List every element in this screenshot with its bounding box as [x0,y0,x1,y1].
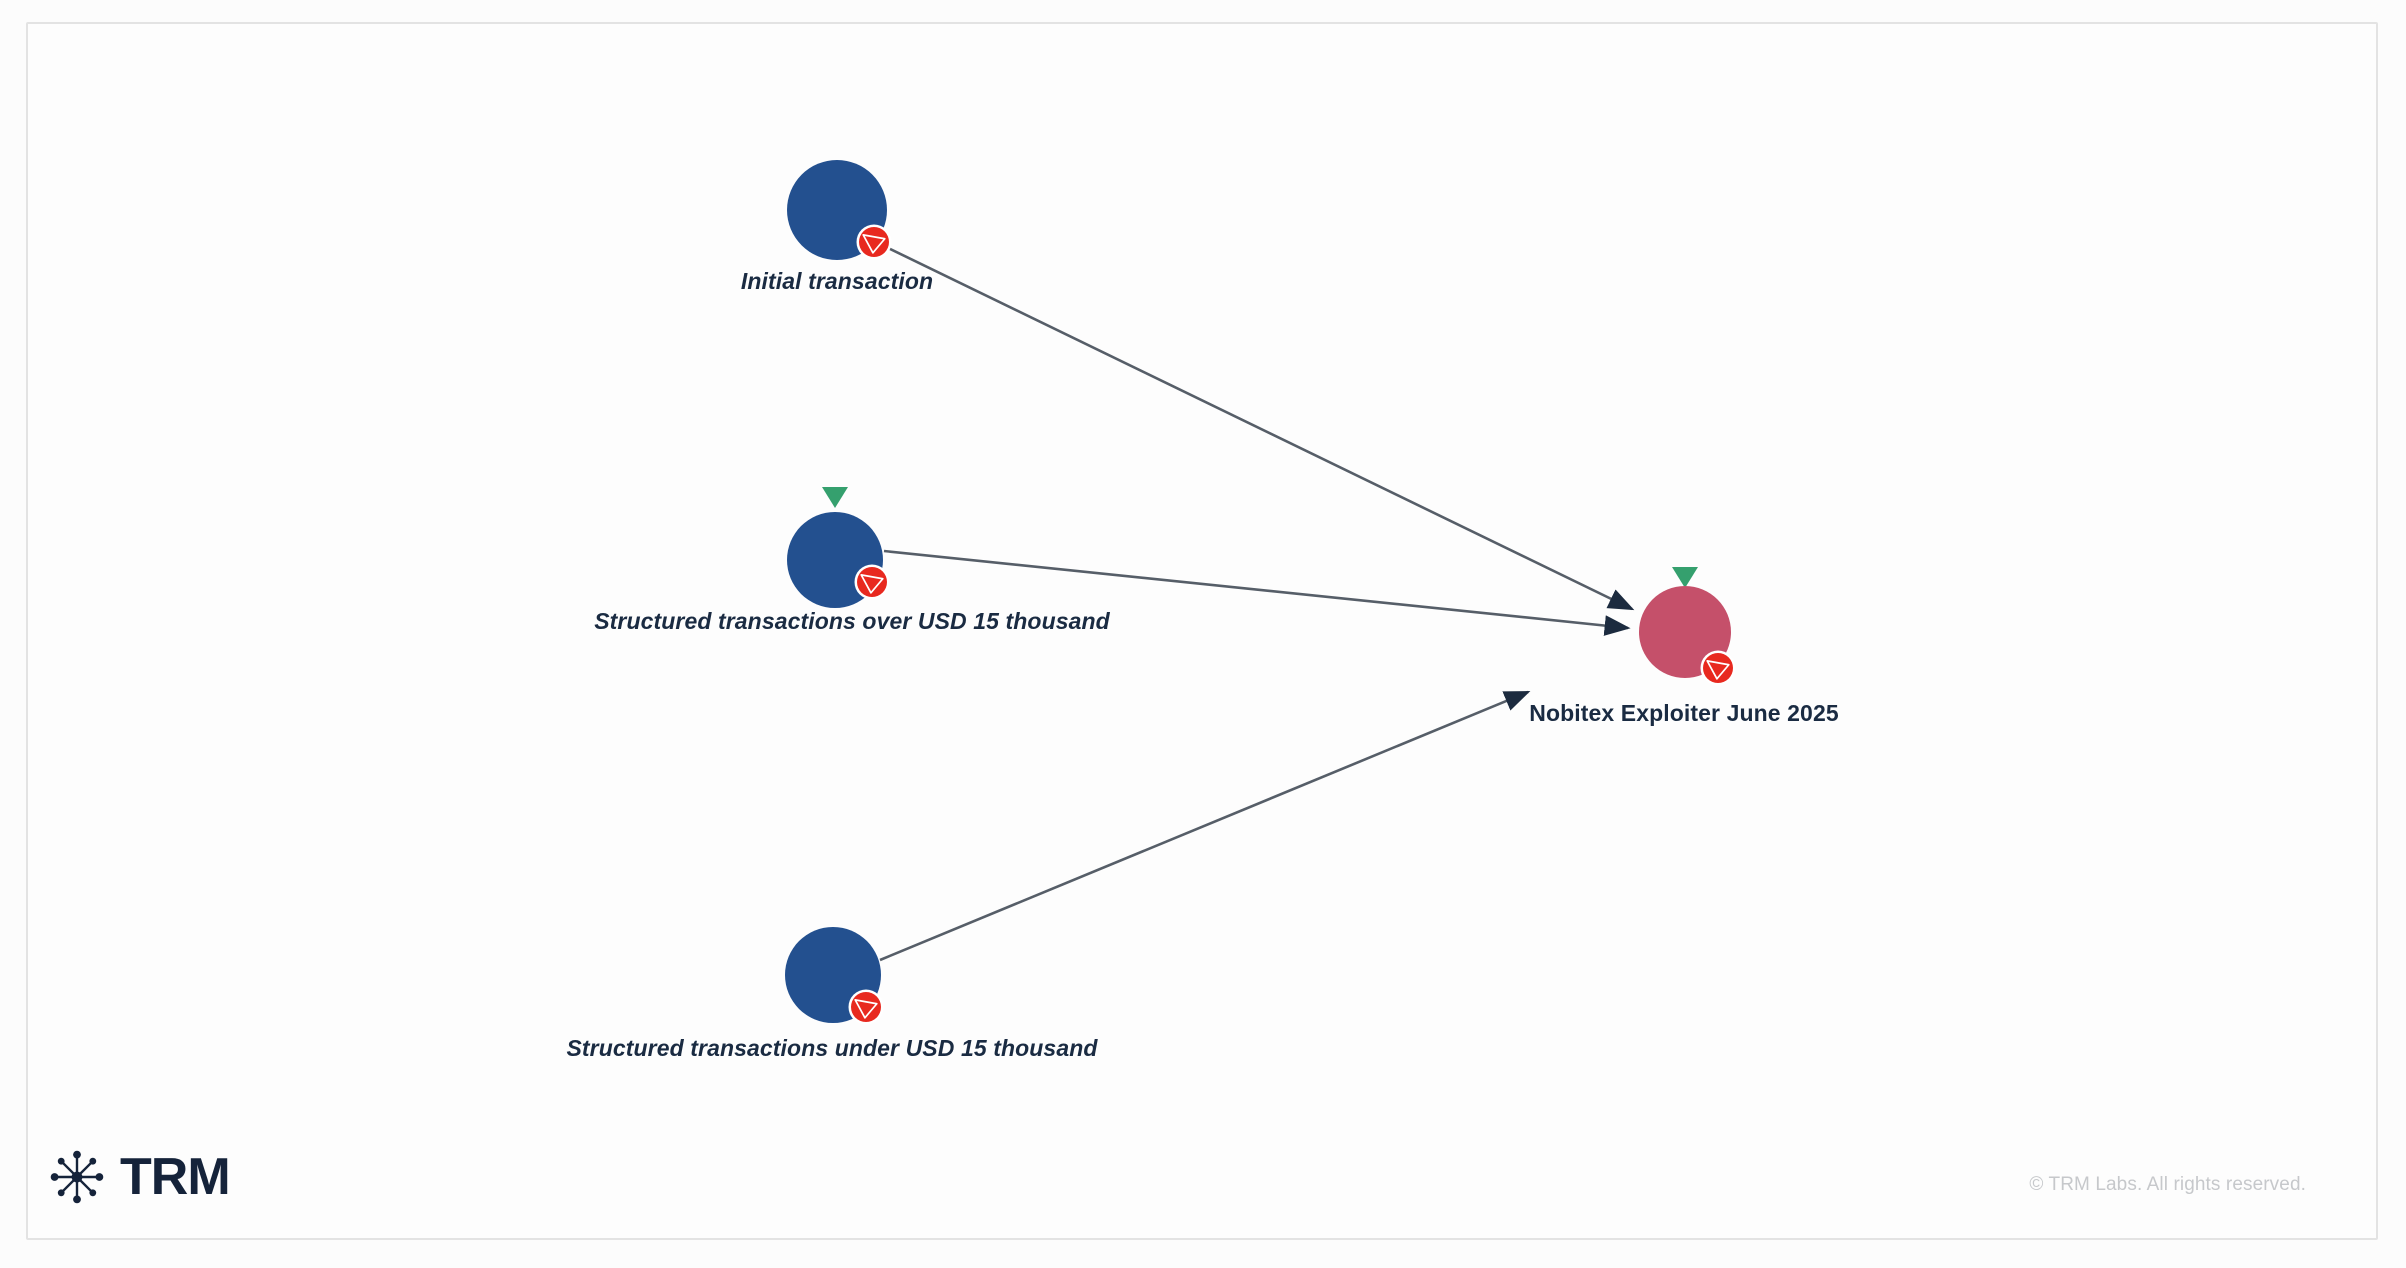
node-label-structured-under-15k: Structured transactions under USD 15 tho… [566,1035,1098,1061]
green-triangle-marker [1672,567,1698,588]
copyright-text: © TRM Labs. All rights reserved. [2029,1174,2306,1195]
tron-glyph-inner [854,999,866,1019]
page-frame-border [26,22,2378,1240]
trm-network-starburst-icon [50,1150,104,1204]
tron-badge-icon[interactable] [1703,653,1733,683]
node-label-structured-over-15k: Structured transactions over USD 15 thou… [594,608,1110,634]
tron-glyph-inner [860,574,872,594]
tron-glyph-inner [862,234,874,254]
edge-initial-transaction-to-nobitex-exploiter[interactable] [883,244,1635,611]
tron-badge-icon[interactable] [851,992,881,1022]
tron-badge-icon[interactable] [857,567,887,597]
nodes-group [785,160,1736,1025]
tron-glyph-inner [1706,660,1718,680]
node-initial-transaction[interactable] [787,160,892,260]
edges-group [879,244,1635,962]
trm-wordmark: TRM [120,1148,231,1206]
node-label-initial-transaction: Initial transaction [740,268,934,294]
node-label-nobitex-exploiter: Nobitex Exploiter June 2025 [1529,700,1839,726]
edge-structured-under-15k-to-nobitex-exploiter[interactable] [879,690,1531,962]
green-triangle-marker [822,487,848,508]
tron-badge-icon[interactable] [859,227,889,257]
trm-brand-logo: TRM [48,1148,231,1206]
edge-structured-over-15k-to-nobitex-exploiter[interactable] [883,549,1631,636]
node-structured-over-15k[interactable] [787,487,890,608]
node-structured-under-15k[interactable] [785,927,884,1025]
node-nobitex-exploiter[interactable] [1639,567,1736,686]
